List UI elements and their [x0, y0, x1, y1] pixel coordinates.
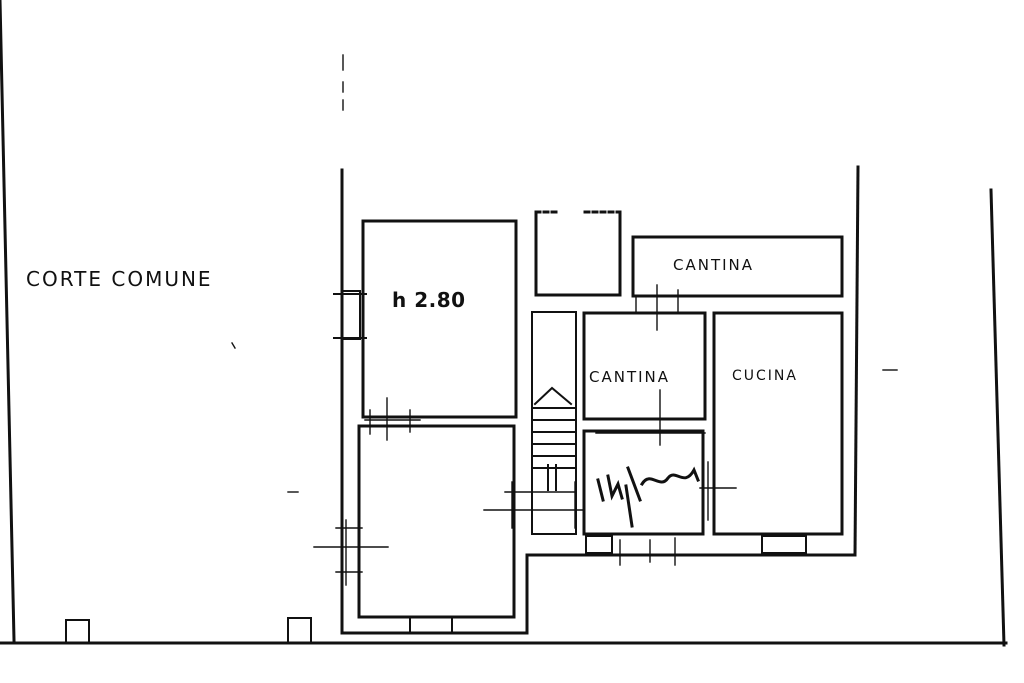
room-height — [361, 219, 518, 419]
label-cantina-top: CANTINA — [673, 256, 754, 274]
room-cantina-top — [631, 235, 844, 298]
room-lower-left — [357, 424, 516, 619]
building-outline — [340, 165, 860, 635]
courtyard-boundary — [0, 0, 1008, 647]
label-height: h 2.80 — [392, 288, 466, 312]
room-small-top — [534, 210, 622, 297]
label-kitchen: CUCINA — [732, 368, 798, 384]
label-courtyard: CORTE COMUNE — [26, 267, 213, 291]
room-lower-mid — [582, 429, 705, 536]
room-cantina-mid — [582, 311, 707, 421]
dimension-ticks — [231, 284, 898, 586]
scribble-mark — [596, 466, 700, 528]
stair-block — [531, 311, 577, 535]
window-openings — [333, 290, 807, 634]
label-cantina-mid: CANTINA — [589, 368, 670, 386]
ground-posts — [65, 617, 312, 644]
room-kitchen — [712, 311, 844, 536]
